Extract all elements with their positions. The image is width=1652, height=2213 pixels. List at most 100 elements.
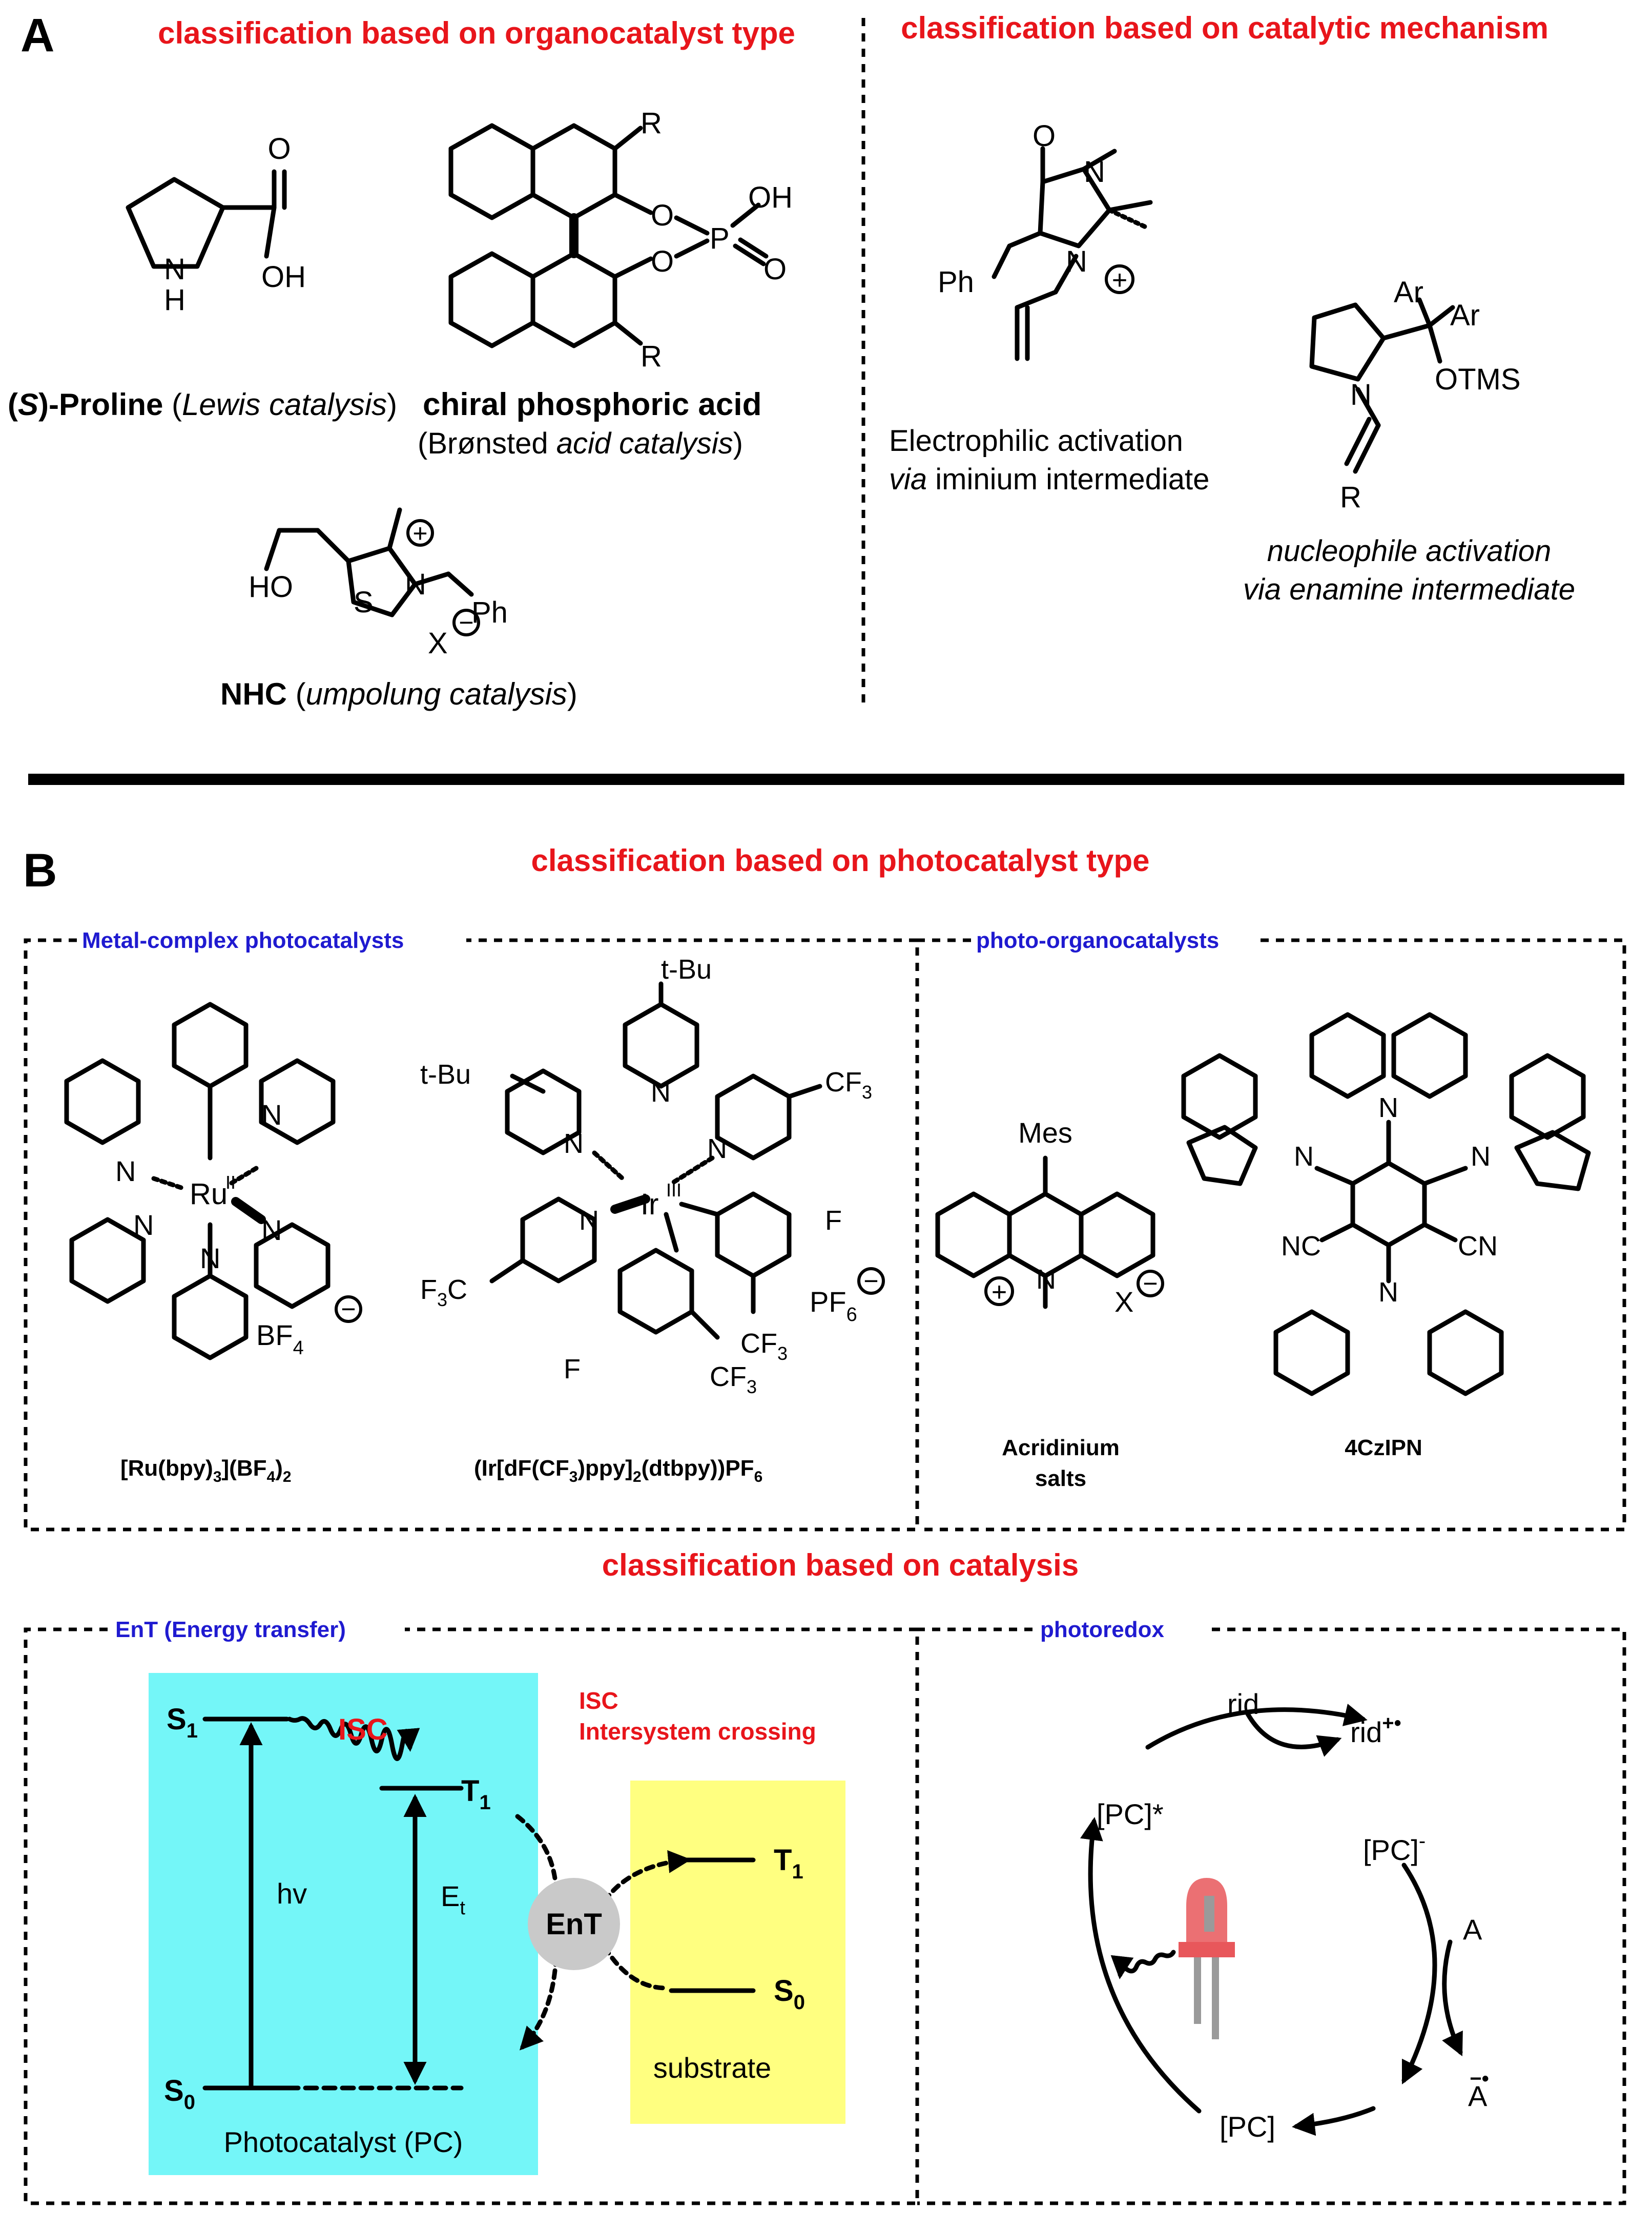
rid-arrow [1245,1711,1342,1757]
acridinium-minus-circle [1137,1270,1164,1297]
enamine-otms: OTMS [1435,363,1521,396]
acridinium-caption-line1: Acridinium [1002,1435,1120,1460]
ir-n2: N [564,1128,584,1159]
pc-minus-label: [PC]- [1363,1830,1426,1866]
ru-n3: N [133,1209,154,1241]
acridinium-minus: − [1143,1269,1158,1298]
panel-b-heading1: classification based on photocatalyst ty… [531,843,1150,878]
cycle-arc-bottom [1292,2106,1376,2136]
czipn-n-left: N [1294,1141,1314,1172]
iminium-structure: O N N + Ph [938,119,1153,361]
ru-caption: [Ru(bpy)3](BF4)2 [120,1456,292,1485]
isc-wavy-arrow [287,1716,420,1761]
led-die [1204,1896,1214,1932]
czipn-nc: NC [1281,1231,1321,1261]
ent-dashed-arc-to-t1 [602,1850,691,1904]
nhc-ho: HO [249,570,293,604]
nhc-n: N [405,568,426,601]
nhc-minus: − [459,608,473,637]
substrate-box [630,1781,845,2124]
light-wavy-arrow [1110,1950,1176,1979]
panel-a-right-heading: classification based on catalytic mechan… [901,11,1548,45]
rid-label: rid [1227,1688,1259,1720]
ir-cf3-top: CF3 [825,1067,872,1103]
photoredox-box-label: photoredox [1040,1617,1165,1642]
pc-star-label: [PC]* [1097,1798,1164,1830]
nhc-plus-circle [406,519,434,547]
panel-a: A classification based on organocatalyst… [8,9,1575,711]
ru-n5: N [200,1242,220,1274]
ir-f-right: F [825,1205,842,1236]
cpa-r-bottom: R [641,340,662,373]
ir-cf3-left: F3C [420,1274,467,1310]
a-reduced-label: A−• [1468,2067,1489,2112]
a-arrow [1442,1939,1463,2057]
enamine-n: N [1350,378,1372,411]
photocatalyst-box [149,1673,538,2175]
led-leg-right [1212,1957,1219,2039]
section-divider [28,774,1624,785]
cpa-r-top: R [641,107,662,140]
enamine-caption-line2: via enamine intermediate [1243,573,1575,606]
cpa-caption-line1: chiral phosphoric acid [423,387,761,422]
ir-minus: − [863,1267,878,1295]
isc-note-line1: ISC [579,1687,618,1714]
panel-b-letter: B [23,844,57,897]
photocatalyst-label: Photocatalyst (PC) [224,2126,463,2158]
ir-metal: Ir [641,1188,658,1221]
panel-b: B classification based on photocatalyst … [23,843,1626,2205]
ir-n4: N [579,1205,599,1236]
nhc-minus-circle [452,609,480,636]
iminium-ph: Ph [938,265,974,299]
isc-label: ISC [338,1713,388,1746]
proline-h: H [164,283,185,317]
ru-metal: Ru [190,1177,228,1211]
ent-circle [528,1878,620,1970]
czipn-caption: 4CzIPN [1345,1435,1422,1460]
s1-label: S1 [167,1703,198,1742]
ru-complex-structure: N N N N N Ru II BF4 − [64,1002,362,1360]
acridinium-n: N [1036,1264,1056,1295]
iminium-n-top: N [1084,155,1105,189]
ir-n3: N [707,1133,727,1164]
ir-complex-structure: t-Bu t-Bu CF3 F3C CF3 CF3 F F N N N N Ir… [420,954,885,1397]
nhc-x: X [428,627,448,660]
iminium-o: O [1032,119,1056,153]
cpa-structure: R R O O P OH O [448,107,793,373]
cpa-o2: O [651,245,674,278]
nhc-ph: Ph [471,596,508,629]
nhc-structure: HO S N + Ph X − [249,507,508,660]
acridinium-x: X [1114,1286,1133,1318]
s0-label: S0 [164,2074,195,2114]
led-base [1179,1942,1235,1957]
ir-tbu1: t-Bu [661,954,712,985]
ru-minus-circle [335,1295,362,1323]
enamine-ar2: Ar [1450,299,1480,332]
cpa-o1: O [651,199,674,232]
ru-minus: − [341,1295,356,1323]
substrate-label: substrate [653,2052,771,2084]
ent-dashed-arc-bottom [519,1955,559,2051]
proline-structure: O OH N H [126,132,306,317]
panel-a-left-heading: classification based on organocatalyst t… [158,16,795,50]
czipn-n-bottom: N [1378,1277,1398,1308]
ir-caption: (Ir[dF(CF3)ppy]2(dtbpy))PF6 [474,1456,762,1485]
acridinium-caption-line2: salts [1035,1466,1086,1491]
organo-box-border [917,938,1626,1532]
czipn-n-top: N [1378,1092,1398,1123]
czipn-cn: CN [1458,1231,1498,1261]
photoredox-cycle: rid rid+• [PC]* [PC]- A A−• [PC] [1080,1688,1489,2143]
iminium-caption-line1: Electrophilic activation [889,424,1183,458]
metal-box-border [24,938,919,1532]
proline-oh: OH [261,260,306,294]
ir-cf3-bottom-right: CF3 [740,1328,788,1364]
rid-ox-label: rid+• [1350,1712,1401,1748]
enamine-ar1: Ar [1394,276,1423,309]
enamine-structure: Ar Ar OTMS N R [1309,276,1521,514]
czipn-structure: N N N N NC CN [1181,1012,1591,1396]
ir-minus-circle [857,1267,885,1295]
t1-label: T1 [461,1774,491,1814]
ru-n2: N [261,1099,282,1131]
metal-box-label: Metal-complex photocatalysts [82,928,404,953]
